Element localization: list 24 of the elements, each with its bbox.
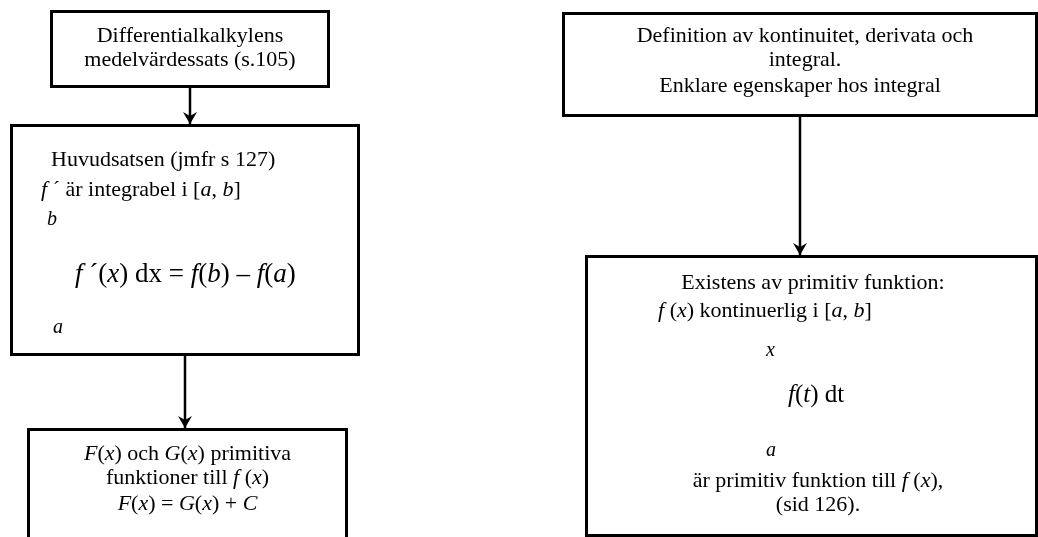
process-box bbox=[10, 124, 360, 356]
box-text: Definition av kontinuitet, derivata och integral. bbox=[635, 23, 975, 71]
process-box bbox=[50, 10, 330, 88]
box-text: F(x) och G(x) primitiva funktioner till f (x) bbox=[82, 441, 293, 489]
box-text: Huvudsatsen (jmfr s 127) bbox=[51, 147, 276, 171]
integral-limit: b bbox=[47, 207, 57, 229]
process-box bbox=[585, 255, 1038, 537]
process-box bbox=[27, 428, 348, 537]
box-text: Existens av primitiv funktion: bbox=[680, 270, 946, 294]
integral-limit: x bbox=[766, 338, 775, 360]
process-box bbox=[562, 12, 1038, 117]
box-text: är primitiv funktion till f (x), (sid 126). bbox=[691, 468, 945, 516]
box-text: F(x) = G(x) + C bbox=[116, 491, 259, 515]
formula-text: f(t) dt bbox=[788, 380, 845, 407]
box-text: Enklare egenskaper hos integral bbox=[658, 73, 942, 97]
box-text: f ´ är integrabel i [a, b] bbox=[41, 177, 241, 201]
arrow bbox=[178, 356, 192, 428]
box-text: f (x) kontinuerlig i [a, b] bbox=[658, 298, 872, 322]
integral-limit: a bbox=[53, 315, 63, 337]
arrow bbox=[183, 88, 197, 124]
formula-text: f ´(x) dx = f(b) – f(a) bbox=[75, 259, 296, 288]
box-text: Differentialkalkylens medelvärdessats (s.105) bbox=[83, 23, 297, 71]
integral-limit: a bbox=[766, 438, 776, 460]
arrow bbox=[793, 117, 807, 255]
